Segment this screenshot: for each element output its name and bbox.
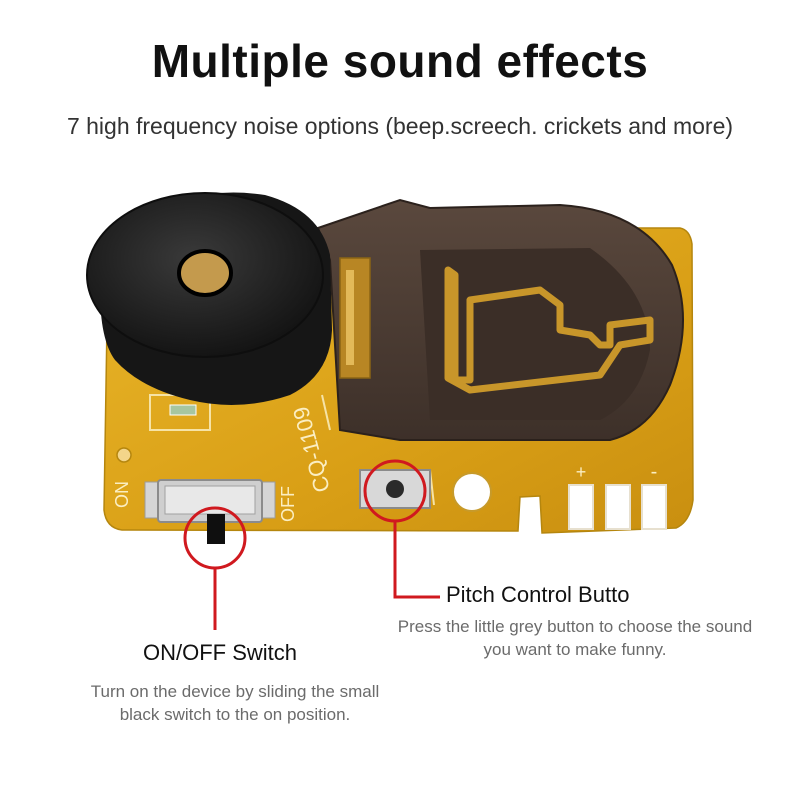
- battery-contact: [444, 266, 654, 394]
- mounting-hole: [452, 472, 492, 512]
- pitch-button: [359, 469, 431, 509]
- switch-lever: [207, 514, 225, 544]
- page-subtitle: 7 high frequency noise options (beep.scr…: [66, 113, 734, 139]
- buzzer: [86, 192, 332, 405]
- buzzer-hole: [177, 249, 233, 297]
- pitch-callout-marker: [363, 459, 440, 599]
- minus-label: -: [651, 461, 658, 483]
- switch-callout-marker: [183, 506, 247, 630]
- battery-holder: [316, 198, 684, 441]
- page-title: Multiple sound effects: [151, 35, 649, 87]
- pitch-button-callout-description: Press the little grey button to choose t…: [397, 617, 753, 659]
- terminal-pads: + -: [568, 461, 667, 530]
- slide-switch: [144, 479, 276, 544]
- silkscreen-on: ON: [112, 481, 132, 508]
- plus-label: +: [576, 462, 587, 482]
- switch-callout-description: Turn on the device by sliding the small …: [90, 682, 380, 724]
- pitch-button-callout-title: Pitch Control Butto: [446, 582, 630, 607]
- silkscreen-off: OFF: [278, 486, 298, 522]
- switch-callout-title: ON/OFF Switch: [142, 640, 297, 665]
